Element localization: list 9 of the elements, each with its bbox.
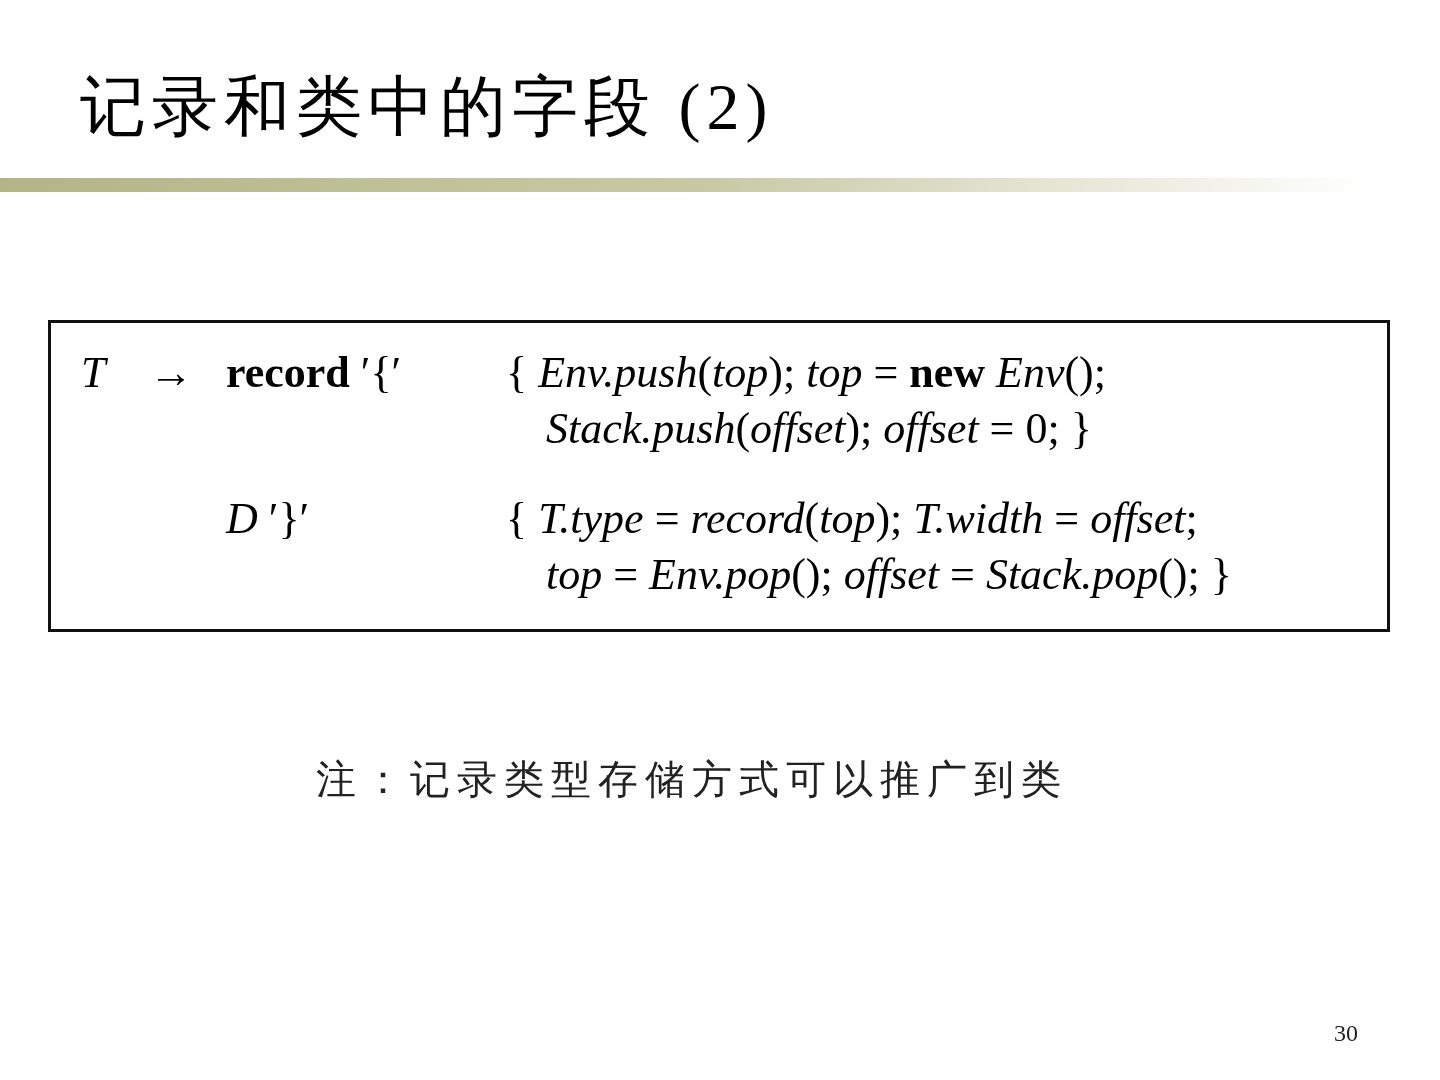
- note-text: 注：记录类型存储方式可以推广到类: [316, 756, 1068, 804]
- terminal-symbols: record ′{′: [226, 347, 402, 399]
- semantic-action: { T.type = record(top); T.width = offset; top = Env.pop(); offset = Stack.pop(); }: [506, 493, 1233, 601]
- terminal-symbols: D ′}′: [226, 493, 310, 545]
- semantic-action: { Env.push(top); top = new Env(); Stack.push(offset); offset = 0; }: [506, 347, 1107, 455]
- production-arrow: →: [149, 347, 193, 399]
- slide-title: 记录和类中的字段 (2): [80, 69, 774, 145]
- page-number: 30: [1334, 1020, 1358, 1047]
- nonterminal: T: [81, 347, 106, 399]
